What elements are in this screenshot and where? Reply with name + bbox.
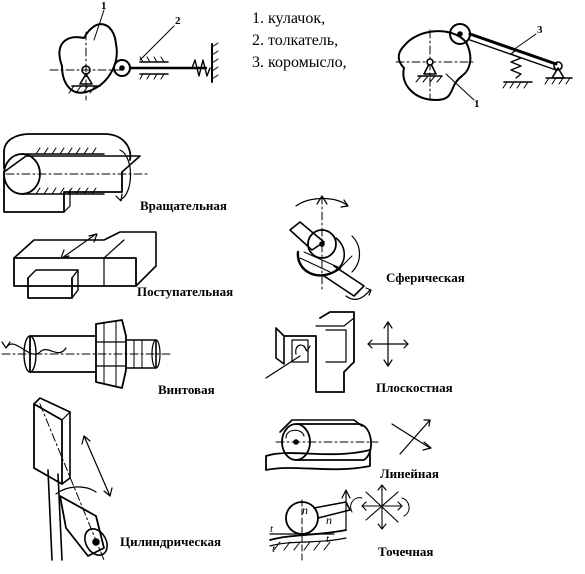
planar-pair-drawing — [265, 311, 409, 393]
screw-pair-drawing — [1, 319, 173, 389]
cylindrical-pair-drawing — [33, 397, 113, 561]
label-screw: Винтовая — [158, 382, 215, 397]
callout-cam-left: 1 — [101, 0, 107, 12]
cam-follower-mechanism — [49, 9, 219, 101]
label-linear: Линейная — [380, 466, 439, 481]
cam-rocker-mechanism — [395, 23, 573, 101]
label-planar: Плоскостная — [376, 380, 453, 395]
normal-mark: n — [302, 503, 308, 517]
normal-mark: n — [326, 513, 332, 527]
tangent-mark: t — [272, 543, 276, 555]
label-rotational: Вращательная — [140, 198, 227, 213]
legend-item-rocker: 3. коромысло, — [252, 54, 347, 71]
callout-follower: 2 — [175, 15, 181, 27]
legend: 1. кулачок, 2. толкатель, 3. коромысло, — [252, 8, 347, 74]
spherical-pair-drawing — [289, 195, 372, 300]
label-cylindrical: Цилиндрическая — [120, 534, 222, 549]
legend-item-follower: 2. толкатель, — [252, 32, 339, 49]
linear-pair-drawing — [265, 419, 432, 471]
label-spherical: Сферическая — [386, 270, 465, 285]
legend-item-cam: 1. кулачок, — [252, 10, 326, 27]
point-pair-drawing — [269, 484, 410, 561]
rotational-pair-drawing — [3, 133, 149, 213]
prismatic-pair-drawing — [13, 231, 157, 299]
callout-cam-right: 1 — [474, 98, 480, 110]
tangent-mark: t — [270, 523, 274, 535]
callout-rocker: 3 — [537, 24, 543, 36]
label-prismatic: Поступательная — [137, 284, 234, 299]
label-point: Точечная — [378, 544, 434, 559]
tangent-mark: t — [326, 533, 330, 545]
